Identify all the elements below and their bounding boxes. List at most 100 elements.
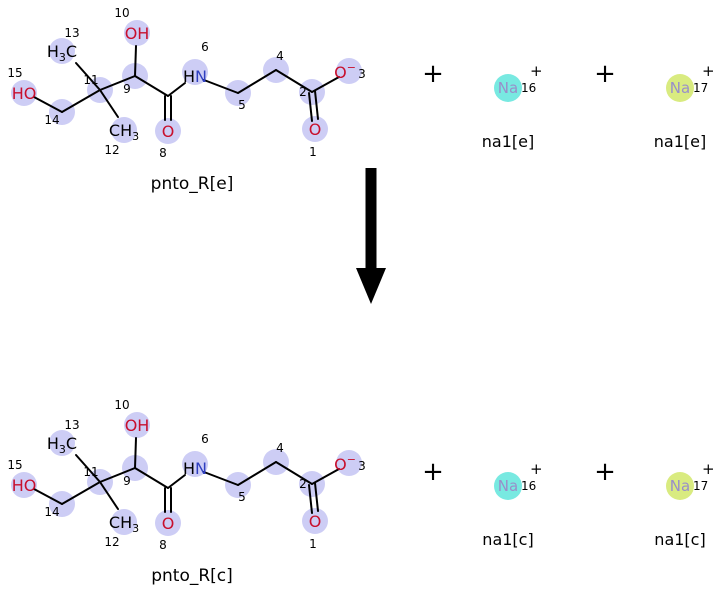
na-atom-circle: Na [494,74,522,102]
na-atom-circle: Na [494,472,522,500]
atom-number-12: 12 [104,143,119,157]
atom-number-10: 10 [114,6,129,20]
bond [75,454,101,483]
sodium-ion-17-top: Na 17 + [666,62,714,102]
atom-highlight [111,509,137,535]
bond [275,69,313,93]
bond [167,474,186,489]
atom-number-15: 15 [7,458,22,472]
atom-number-2: 2 [299,85,307,99]
plus-icon: + [594,457,616,487]
atom-number-1: 1 [309,145,317,159]
plus-icon: + [422,457,444,487]
charge-plus-icon: + [702,460,714,478]
ion-label-na1-c-2: na1[c] [654,530,706,549]
molecule-label-top: pnto_R[e] [150,174,234,194]
hydroxyl-15-label: HO [12,84,37,103]
bond [308,92,313,122]
reaction-arrow-down-icon [356,168,386,304]
sodium-ion-17-bottom: Na 17 + [666,460,714,500]
bond [237,69,277,94]
charge-plus-icon: + [530,62,543,80]
atom-number-8: 8 [159,538,167,552]
atom-number-6: 6 [201,40,209,54]
atom-number-11: 11 [83,465,98,479]
bond [33,96,63,113]
atom-highlight [11,80,37,106]
charge-plus-icon: + [702,62,714,80]
amide-nh-6-label: HN [183,459,207,478]
atom-number-5: 5 [238,98,246,112]
atom-highlight [182,59,208,85]
na-symbol: Na [497,477,519,495]
atom-number-8: 8 [159,146,167,160]
carbonyl-o-8-label: O [162,122,175,141]
bond [33,488,63,505]
atom-highlight [336,58,362,84]
atom-highlight [124,412,150,438]
bond [167,82,186,97]
ion-label-na1-e-1: na1[e] [481,132,535,151]
atom-highlight [302,116,328,142]
hydroxyl-10-label: OH [125,416,150,435]
atom-number-13: 13 [64,418,79,432]
bond [134,437,137,469]
atom-number: 17 [693,81,709,95]
atom-highlight [49,430,75,456]
methyl-12-label: CH3 [109,121,139,143]
atom-number-3: 3 [358,459,366,473]
carboxylate-o-3-label: O− [334,453,356,474]
atom-number-14: 14 [44,113,59,127]
bond [134,45,137,77]
carbonyl-o-8-label: O [162,514,175,533]
na-symbol: Na [497,79,519,97]
molecule-label-bottom: pnto_R[c] [151,566,233,586]
arrow-head [356,268,386,304]
ion-label-na1-e-2: na1[e] [653,132,707,151]
carboxylate-o-1-label: O [309,512,322,531]
bond [61,481,101,505]
methyl-13-label: H3C [47,42,77,64]
na-symbol: Na [669,477,691,495]
methyl-12-label: CH3 [109,513,139,535]
atom-number-15: 15 [7,66,22,80]
atom-highlight [302,508,328,534]
atom-number-11: 11 [83,73,98,87]
bond [237,461,277,486]
bond [203,79,239,94]
hydroxyl-15-label: HO [12,476,37,495]
atom-number-2: 2 [299,477,307,491]
atom-number: 17 [693,479,709,493]
na-atom-circle: Na [666,472,694,500]
bond [203,471,239,486]
na-atom-circle: Na [666,74,694,102]
amide-nh-6-label: HN [183,67,207,86]
atom-number: 16 [521,81,537,95]
sodium-ion-16-bottom: Na 16 + [494,460,543,500]
atom-number-14: 14 [44,505,59,519]
atom-highlight [111,117,137,143]
atom-highlight [336,450,362,476]
bond [134,467,169,489]
methyl-13-label: H3C [47,434,77,456]
atom-number-10: 10 [114,398,129,412]
bond [99,89,119,118]
atom-highlight [155,510,181,536]
carboxylate-o-1-label: O [309,120,322,139]
atom-highlight [124,20,150,46]
na-symbol: Na [669,79,691,97]
bond [275,461,313,485]
atom-number-9: 9 [123,82,131,96]
bond [75,62,101,91]
bond [99,75,136,91]
atom-number-5: 5 [238,490,246,504]
atom-number-12: 12 [104,535,119,549]
atom-number-4: 4 [276,441,284,455]
arrow-shaft [365,168,377,270]
bond [308,484,313,514]
atom-number-1: 1 [309,537,317,551]
bond [61,89,101,113]
atom-number-3: 3 [358,67,366,81]
